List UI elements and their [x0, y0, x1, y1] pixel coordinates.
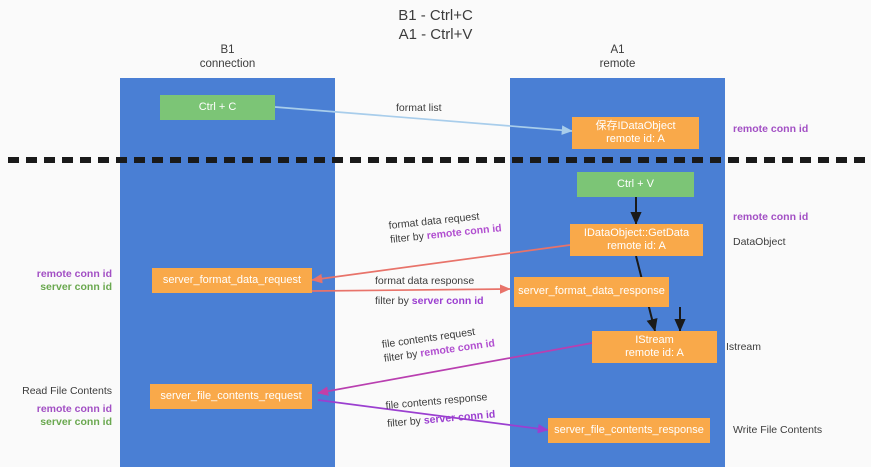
node-istream[interactable]: IStream remote id: A: [592, 331, 717, 363]
node-server-file-contents-request-label: server_file_contents_request: [160, 389, 302, 402]
node-idataobject-getdata[interactable]: IDataObject::GetData remote id: A: [570, 224, 703, 256]
title-line-1: B1 - Ctrl+C: [398, 7, 473, 24]
annotation-right-dataobject: DataObject: [733, 236, 786, 248]
node-save-idataobject[interactable]: 保存IDataObject remote id: A: [572, 117, 699, 149]
node-ctrl-c[interactable]: Ctrl + C: [160, 95, 275, 120]
node-istream-title: IStream: [635, 333, 674, 346]
node-idataobject-getdata-title: IDataObject::GetData: [583, 226, 690, 239]
annotation-right-remote-conn-id-mid: remote conn id: [733, 211, 809, 223]
annotation-left-server-conn-id-1: server conn id: [40, 281, 112, 293]
filter-prefix: filter by: [389, 230, 428, 246]
node-server-format-data-response-label: server_format_data_response: [518, 285, 665, 298]
node-save-idataobject-title: 保存IDataObject: [595, 119, 676, 132]
node-server-file-contents-response[interactable]: server_file_contents_response: [548, 418, 710, 443]
column-header-a1-name: A1: [610, 44, 625, 56]
edge-label-format-list-text: format list: [396, 102, 442, 114]
column-header-a1: A1 remote: [510, 44, 725, 71]
annotation-right-write-file-contents: Write File Contents: [733, 424, 823, 436]
node-server-file-contents-response-label: server_file_contents_response: [554, 423, 704, 436]
title-line-2: A1 - Ctrl+V: [398, 26, 473, 43]
annotation-left-remote-conn-id-1: remote conn id: [36, 268, 112, 280]
filter-prefix: filter by: [383, 347, 422, 365]
edge-label-file-contents-response: file contents response filter by server …: [385, 390, 496, 431]
annotation-right-remote-conn-id-top: remote conn id: [733, 123, 809, 135]
node-server-format-data-request[interactable]: server_format_data_request: [152, 268, 312, 293]
node-ctrl-v[interactable]: Ctrl + V: [577, 172, 694, 197]
edge-label-format-data-response: format data response filter by server co…: [375, 274, 484, 308]
node-server-file-contents-request[interactable]: server_file_contents_request: [150, 384, 312, 409]
node-ctrl-v-label: Ctrl + V: [617, 177, 654, 190]
annotation-left-read-file-contents: Read File Contents: [22, 385, 112, 397]
filter-prefix: filter by: [386, 414, 425, 430]
filter-key-server-conn-id: server conn id: [411, 295, 484, 307]
filter-key-server-conn-id: server conn id: [423, 408, 496, 427]
edge-label-file-contents-request: file contents request filter by remote c…: [381, 322, 496, 365]
node-idataobject-getdata-subtitle: remote id: A: [607, 240, 666, 252]
edge-label-format-data-response-filter: filter by server conn id: [375, 294, 484, 308]
edge-label-format-data-response-text: format data response: [375, 275, 475, 287]
edge-label-format-data-request: format data request filter by remote con…: [388, 207, 502, 247]
column-header-b1-name: B1: [220, 44, 235, 56]
node-ctrl-c-label: Ctrl + C: [198, 100, 237, 113]
column-header-a1-role: remote: [599, 57, 636, 70]
node-server-format-data-request-label: server_format_data_request: [162, 273, 302, 286]
column-header-b1: B1 connection: [120, 44, 335, 71]
node-server-format-data-response[interactable]: server_format_data_response: [514, 277, 669, 307]
edge-label-format-list: format list: [396, 101, 442, 115]
annotation-left-server-conn-id-2: server conn id: [40, 416, 112, 428]
column-header-b1-role: connection: [199, 57, 256, 70]
annotation-right-istream: Istream: [726, 341, 762, 353]
node-istream-subtitle: remote id: A: [625, 347, 684, 359]
filter-prefix: filter by: [375, 295, 412, 307]
annotation-left-remote-conn-id-2: remote conn id: [36, 403, 112, 415]
node-save-idataobject-subtitle: remote id: A: [606, 133, 665, 145]
page-title: B1 - Ctrl+C A1 - Ctrl+V: [0, 6, 871, 44]
